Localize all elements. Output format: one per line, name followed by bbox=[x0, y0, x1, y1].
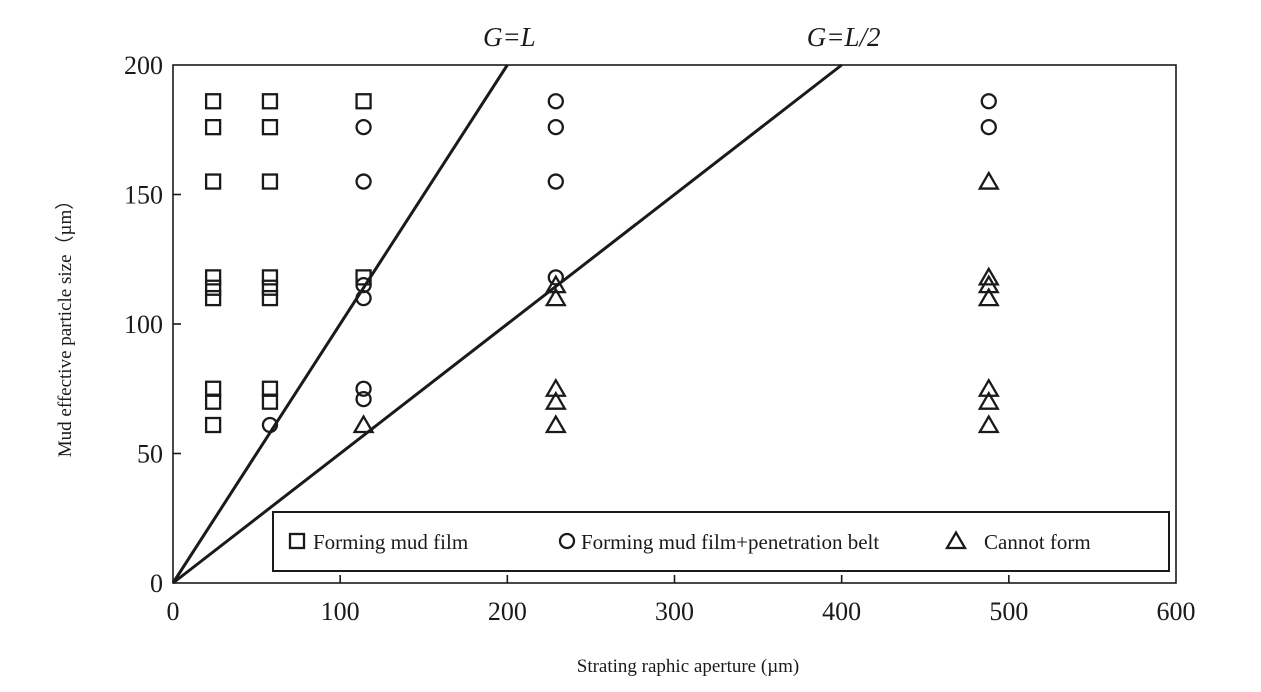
reference-lines: G=L G=L/2 bbox=[171, 22, 881, 585]
square-marker bbox=[355, 269, 372, 286]
legend-square-marker bbox=[288, 532, 306, 550]
triangle-marker bbox=[544, 414, 567, 434]
x-tick-label: 400 bbox=[822, 597, 861, 626]
circle-marker bbox=[980, 93, 997, 110]
square-marker bbox=[261, 173, 279, 190]
x-axis-label: Strating raphic aperture (µm) bbox=[577, 656, 800, 677]
y-tick-label: 0 bbox=[150, 569, 163, 598]
circle-marker bbox=[355, 289, 372, 307]
circle-marker bbox=[355, 380, 372, 397]
square-marker bbox=[261, 269, 279, 286]
triangle-marker bbox=[544, 274, 567, 294]
circle-marker bbox=[980, 119, 997, 136]
y-tick-label: 100 bbox=[124, 310, 163, 339]
square-marker bbox=[261, 93, 279, 110]
plot-frame bbox=[172, 64, 1177, 584]
square-marker bbox=[204, 393, 222, 410]
triangle-marker bbox=[977, 287, 1000, 307]
square-marker bbox=[355, 93, 372, 110]
circle-marker bbox=[547, 173, 564, 190]
legend-label-1: Forming mud film bbox=[313, 530, 468, 554]
circle-marker bbox=[355, 390, 372, 408]
square-marker bbox=[204, 269, 222, 286]
legend-label-2: Forming mud film+penetration belt bbox=[581, 530, 879, 554]
circle-marker bbox=[547, 93, 564, 110]
circle-marker bbox=[355, 119, 372, 136]
y-tick-label: 150 bbox=[124, 181, 163, 210]
triangle-marker bbox=[352, 414, 375, 434]
triangle-marker bbox=[544, 390, 567, 410]
legend-triangle-marker bbox=[945, 530, 967, 550]
x-tick-label: 500 bbox=[989, 597, 1028, 626]
square-marker bbox=[261, 119, 279, 136]
reference-line-label-2: G=L/2 bbox=[807, 22, 881, 52]
circle-marker bbox=[261, 416, 279, 434]
x-tick-label: 0 bbox=[167, 597, 180, 626]
square-marker bbox=[261, 393, 279, 410]
triangle-marker bbox=[977, 414, 1000, 434]
square-marker bbox=[204, 173, 222, 190]
triangle-marker bbox=[977, 170, 1000, 190]
triangle-marker bbox=[544, 377, 567, 397]
data-markers bbox=[204, 93, 1000, 434]
square-marker bbox=[204, 119, 222, 136]
triangle-marker bbox=[977, 390, 1000, 410]
x-tick-label: 300 bbox=[655, 597, 694, 626]
legend-circle-marker bbox=[558, 532, 576, 550]
triangle-marker bbox=[977, 266, 1000, 286]
x-tick-label: 200 bbox=[488, 597, 527, 626]
square-marker bbox=[261, 279, 279, 296]
triangle-marker bbox=[544, 287, 567, 307]
circle-marker bbox=[547, 119, 564, 136]
square-marker bbox=[204, 93, 222, 110]
x-tick-label: 100 bbox=[321, 597, 360, 626]
legend: Forming mud film Forming mud film+penetra… bbox=[272, 511, 1170, 572]
reference-line-2 bbox=[172, 63, 843, 585]
triangle-marker bbox=[977, 274, 1000, 294]
square-marker bbox=[204, 279, 222, 296]
axis-ticks: 0 100 200 300 400 500 600 0 50 100 150 200 bbox=[124, 51, 1196, 626]
circle-marker bbox=[547, 269, 564, 286]
square-marker bbox=[204, 416, 222, 434]
legend-box bbox=[272, 511, 1170, 572]
x-tick-label: 600 bbox=[1157, 597, 1196, 626]
square-marker bbox=[261, 289, 279, 307]
y-axis-label: Mud effective particle size（µm） bbox=[54, 191, 76, 457]
square-marker bbox=[204, 289, 222, 307]
circle-marker bbox=[355, 173, 372, 190]
legend-label-3: Cannot form bbox=[984, 530, 1091, 554]
y-tick-label: 50 bbox=[137, 440, 163, 469]
reference-line-1 bbox=[171, 64, 509, 584]
triangle-marker bbox=[977, 377, 1000, 397]
y-tick-label: 200 bbox=[124, 51, 163, 80]
reference-line-label-1: G=L bbox=[483, 22, 536, 52]
